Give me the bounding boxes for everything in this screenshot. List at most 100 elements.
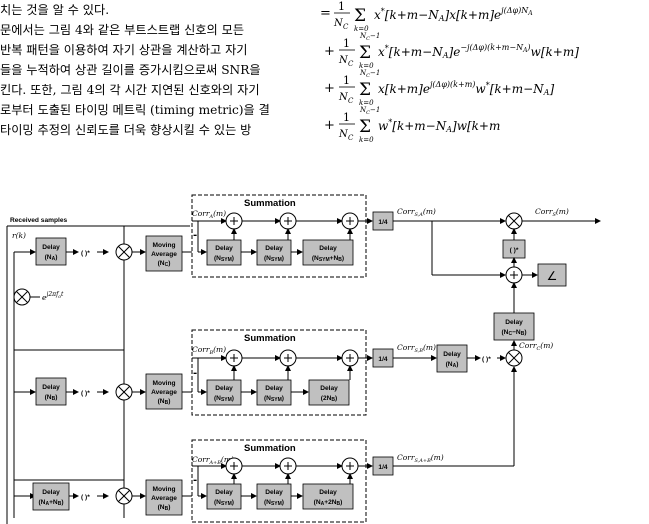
- moving-average-block: Moving Average (NC): [145, 235, 183, 272]
- svg-text:Σ: Σ: [359, 43, 371, 63]
- mixer-exponent-label: ej2πfot: [42, 291, 64, 302]
- branch-b: Delay (NB) ( )* Moving Average (NB) Summ…: [35, 329, 506, 416]
- svg-text:+: +: [324, 44, 335, 59]
- svg-text:NC−1: NC−1: [359, 106, 380, 116]
- svg-text:-: -: [193, 475, 197, 486]
- svg-text:(NA): (NA): [446, 361, 459, 369]
- svg-text:(NSYM): (NSYM): [214, 499, 234, 507]
- delay-na-block: Delay (NA): [35, 237, 67, 266]
- corr-b-label: CorrB(m): [192, 345, 226, 356]
- svg-text:(NSYM): (NSYM): [214, 255, 234, 263]
- summation-box-b: Summation: [191, 329, 367, 416]
- corr-ab-label: CorrA+B(m): [192, 455, 234, 466]
- svg-text:Average: Average: [151, 389, 177, 396]
- svg-text:k=0: k=0: [359, 99, 374, 107]
- conjugate-op: ( )*: [482, 356, 491, 363]
- paragraph-line: 로부터 도출된 타이밍 메트릭 (timing metric)을 결: [0, 103, 270, 117]
- svg-text:Σ: Σ: [359, 117, 371, 137]
- svg-text:C: C: [343, 23, 349, 31]
- svg-text:Delay: Delay: [319, 245, 337, 252]
- svg-text:1: 1: [343, 74, 350, 87]
- corr-sab-label: CorrS,A+B(m): [397, 453, 444, 464]
- svg-text:(NA): (NA): [45, 254, 58, 262]
- svg-text:(NA+2NB): (NA+2NB): [314, 499, 343, 507]
- svg-text:Moving: Moving: [152, 242, 175, 249]
- svg-text:Average: Average: [151, 251, 177, 258]
- svg-text:1: 1: [343, 111, 350, 124]
- svg-text:1/4: 1/4: [378, 219, 387, 226]
- svg-text:Delay: Delay: [505, 319, 523, 326]
- svg-text:Delay: Delay: [265, 385, 283, 392]
- svg-text:(NSYM): (NSYM): [264, 395, 284, 403]
- svg-text:Average: Average: [151, 495, 177, 502]
- svg-text:N: N: [338, 92, 349, 103]
- frequency-mixer: [13, 288, 31, 306]
- paragraph-line: 치는 것을 알 수 있다.: [0, 3, 110, 17]
- delay-nsym-block: Delay (NSYM): [206, 483, 242, 510]
- svg-text:-: -: [193, 230, 197, 241]
- delay-nsym-block: Delay (NSYM): [256, 239, 292, 266]
- delay-na-nb-block: Delay (NA+NB): [32, 482, 70, 511]
- svg-text:k=0: k=0: [359, 62, 374, 70]
- delay-na-block: Delay (NA): [436, 344, 468, 373]
- delay-nsym-block: Delay (NSYM): [256, 379, 292, 406]
- svg-text:=: =: [320, 6, 331, 21]
- svg-text:Summation: Summation: [244, 443, 296, 454]
- svg-text:k=0: k=0: [359, 136, 374, 144]
- corr-sb-label: CorrS,B(m): [397, 343, 436, 354]
- quarter-scale-block: 1/4: [372, 456, 394, 476]
- delay-nsym-nb-block: Delay (NSYM+NB): [302, 239, 354, 266]
- svg-text:Moving: Moving: [152, 380, 175, 387]
- multiplier: [115, 383, 133, 401]
- moving-average-block: Moving Average (NB): [145, 479, 183, 516]
- svg-text:Summation: Summation: [244, 333, 296, 344]
- svg-text:Summation: Summation: [244, 198, 296, 209]
- delay-2nb-block: Delay (2NB): [308, 379, 350, 406]
- svg-text:Delay: Delay: [443, 351, 461, 358]
- svg-text:+: +: [324, 118, 335, 133]
- conjugate-op: ( )*: [81, 494, 90, 501]
- conjugate-block: ( )*: [502, 239, 526, 259]
- svg-text:(NB): (NB): [158, 504, 171, 512]
- svg-text:C: C: [348, 97, 354, 105]
- angle-symbol: ∠: [547, 269, 558, 283]
- paragraph-line: 킨다. 또한, 그림 4의 각 시간 지연된 신호와의 자기: [0, 83, 260, 97]
- paragraph-line: 타이밍 추정의 신뢰도를 더욱 향상시킬 수 있는 방: [0, 123, 252, 137]
- svg-text:(NC−NB): (NC−NB): [501, 329, 526, 337]
- svg-text:Delay: Delay: [265, 245, 283, 252]
- corr-a-label: CorrA(m): [192, 209, 226, 220]
- combiner-section: CorrS(m) ( )* ∠ Delay (NC−NB) C: [431, 207, 601, 367]
- moving-average-block: Moving Average (NB): [145, 373, 183, 410]
- corr-c-label: CorrC(m): [519, 341, 553, 352]
- corr-sa-label: CorrS,A(m): [397, 207, 436, 218]
- multiplier: [115, 243, 133, 261]
- paragraph-line: 문에서는 그림 4와 같은 부트스트랩 신호의 모든: [0, 23, 245, 37]
- svg-text:N: N: [338, 55, 349, 66]
- delay-nsym-block: Delay (NSYM): [206, 379, 242, 406]
- delay-nsym-block: Delay (NSYM): [256, 483, 292, 510]
- svg-text:(NSYM+NB): (NSYM+NB): [312, 255, 344, 263]
- corr-s-output-label: CorrS(m): [535, 207, 569, 218]
- paragraph-line: 들을 누적하여 상관 길이를 증가시킴으로써 SNR을: [0, 63, 261, 77]
- svg-text:1/4: 1/4: [378, 464, 387, 471]
- svg-text:(NSYM): (NSYM): [264, 499, 284, 507]
- multiplier: [115, 487, 133, 505]
- svg-text:1: 1: [343, 37, 350, 50]
- svg-text:(NA+NB): (NA+NB): [38, 499, 63, 507]
- input-label: Received samples: [10, 217, 68, 224]
- svg-text:(NSYM): (NSYM): [214, 395, 234, 403]
- svg-text:Delay: Delay: [42, 244, 60, 251]
- quarter-scale-block: 1/4: [372, 211, 394, 231]
- svg-text:Σ: Σ: [354, 6, 366, 26]
- delay-nb-block: Delay (NB): [35, 377, 67, 406]
- summation-box-a: Summation: [191, 194, 367, 278]
- delay-na-2nb-block: Delay (NA+2NB): [302, 483, 354, 510]
- delay-nsym-block: Delay (NSYM): [206, 239, 242, 266]
- svg-text:1/4: 1/4: [378, 356, 387, 363]
- svg-text:Delay: Delay: [42, 489, 60, 496]
